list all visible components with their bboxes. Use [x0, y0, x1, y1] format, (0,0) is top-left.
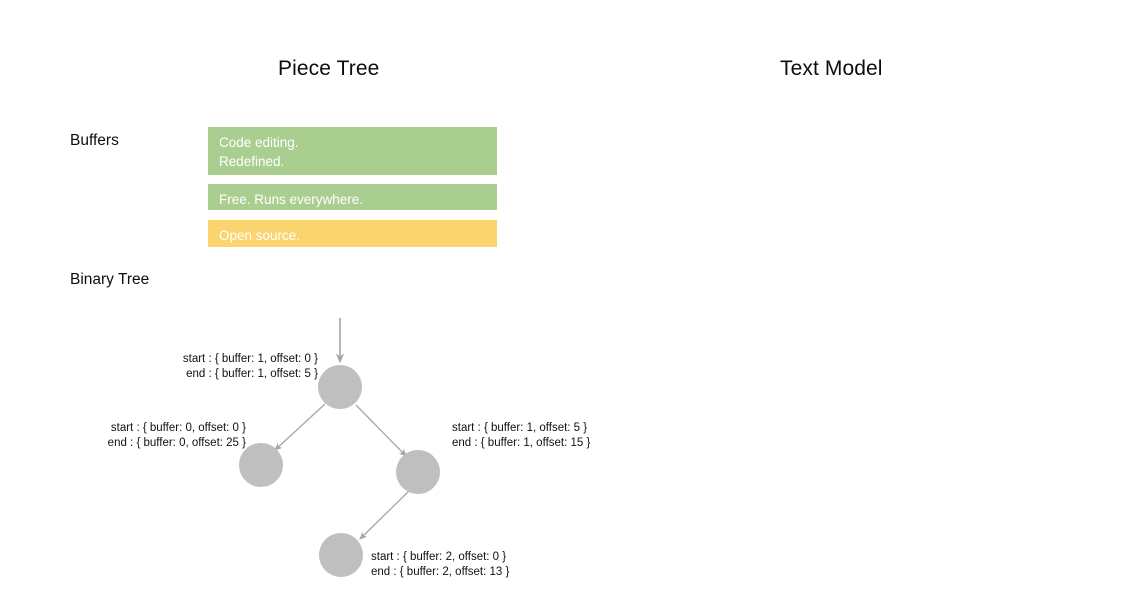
tree-node-right-left[interactable] — [319, 533, 363, 577]
tree-node-right[interactable] — [396, 450, 440, 494]
tree-node-root[interactable] — [318, 365, 362, 409]
tree-node-right-left-label: start : { buffer: 2, offset: 0 } end : {… — [371, 550, 521, 580]
tree-node-left-label: start : { buffer: 0, offset: 0 } end : {… — [105, 421, 246, 451]
edge-right-to-right-left — [359, 490, 410, 540]
node-start-text: start : { buffer: 1, offset: 5 } — [452, 422, 588, 434]
node-end-text: end : { buffer: 1, offset: 15 } — [452, 437, 591, 449]
tree-node-left[interactable] — [239, 443, 283, 487]
binary-tree-section-label: Binary Tree — [70, 271, 150, 288]
buffer-text-line: Free. Runs everywhere. — [219, 192, 364, 207]
text-model-heading: Text Model — [780, 57, 883, 80]
buffer-text-line: Redefined. — [219, 154, 285, 169]
node-start-text: start : { buffer: 0, offset: 0 } — [110, 422, 246, 434]
buffer-box-0: Code editing. Redefined. — [208, 127, 497, 175]
buffer-text-line: Code editing. — [219, 135, 299, 150]
edge-root-to-right — [355, 404, 407, 457]
piece-tree-heading: Piece Tree — [278, 57, 380, 80]
buffer-text-line: Open source. — [219, 228, 301, 243]
tree-node-root-label: start : { buffer: 1, offset: 0 } end : {… — [178, 352, 318, 382]
buffers-section-label: Buffers — [70, 132, 119, 149]
node-end-text: end : { buffer: 2, offset: 13 } — [371, 566, 510, 578]
buffer-box-1: Free. Runs everywhere. — [208, 184, 497, 210]
buffer-box-2: Open source. — [208, 220, 497, 247]
edge-root-to-left — [274, 403, 326, 451]
node-start-text: start : { buffer: 2, offset: 0 } — [371, 551, 507, 563]
node-end-text: end : { buffer: 0, offset: 25 } — [107, 437, 246, 449]
node-end-text: end : { buffer: 1, offset: 5 } — [186, 368, 318, 380]
tree-node-right-label: start : { buffer: 1, offset: 5 } end : {… — [452, 421, 602, 451]
node-start-text: start : { buffer: 1, offset: 0 } — [182, 353, 318, 365]
